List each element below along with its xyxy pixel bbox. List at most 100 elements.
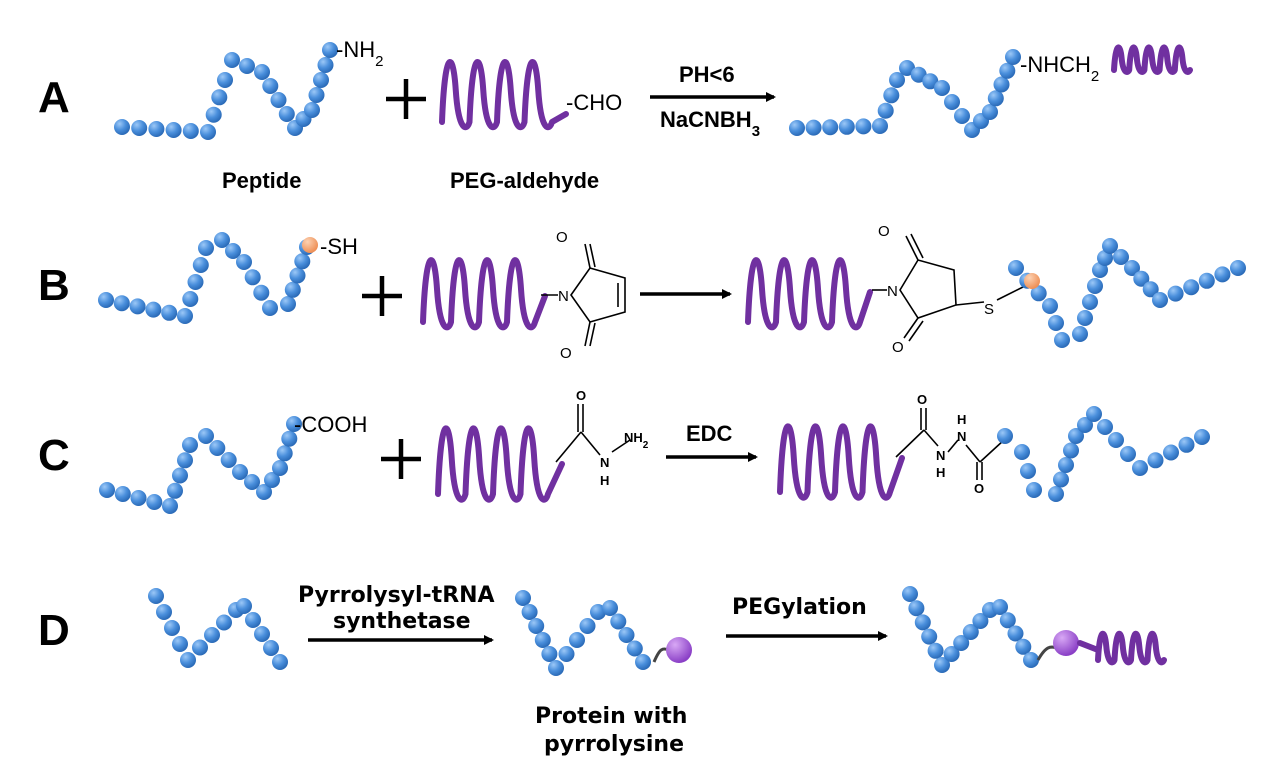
amino-acid-bead bbox=[244, 474, 260, 490]
amino-acid-bead bbox=[254, 626, 270, 642]
amino-acid-bead bbox=[192, 639, 208, 656]
amino-acid-bead bbox=[1214, 266, 1231, 283]
amino-acid-bead bbox=[914, 614, 931, 631]
amino-acid-bead bbox=[789, 120, 805, 136]
linker-nitrogen-top: N bbox=[957, 429, 966, 444]
amino-acid-bead bbox=[805, 119, 822, 136]
peg-polymer bbox=[745, 257, 873, 331]
protein-caption-line1: Protein with bbox=[535, 704, 687, 729]
row-d-label: D bbox=[38, 606, 70, 655]
amino-acid-bead bbox=[1030, 285, 1047, 302]
linker-hydrogen-top: H bbox=[957, 412, 966, 427]
amino-acid-bead bbox=[1097, 250, 1113, 266]
amino-acid-bead bbox=[304, 102, 320, 118]
pyrrolysine-residue bbox=[1053, 630, 1079, 656]
amino-acid-bead bbox=[602, 600, 618, 616]
amine-group-label: -NH2 bbox=[336, 37, 383, 70]
amino-acid-bead bbox=[999, 612, 1016, 629]
amino-acid-bead bbox=[187, 274, 204, 290]
peg-linker bbox=[1077, 640, 1101, 653]
amino-acid-bead bbox=[239, 58, 255, 74]
peg-polymer bbox=[420, 257, 548, 331]
amino-acid-bead bbox=[579, 618, 596, 634]
amino-acid-bead bbox=[162, 498, 178, 514]
amino-acid-bead bbox=[263, 640, 279, 656]
amino-acid-bead bbox=[114, 486, 131, 502]
amino-acid-bead bbox=[216, 614, 232, 631]
succinimide-oxygen-bottom: O bbox=[892, 339, 904, 356]
amino-acid-bead bbox=[1008, 260, 1024, 276]
amino-acid-bead bbox=[610, 613, 627, 630]
amino-acid-bead bbox=[908, 600, 925, 617]
peg-aldehyde-caption: PEG-aldehyde bbox=[450, 168, 599, 193]
hydrazide-hydrogen: H bbox=[600, 473, 609, 488]
amino-acid-bead bbox=[211, 89, 228, 106]
conjugated-peptide-chain bbox=[1008, 238, 1246, 348]
amino-acid-bead bbox=[146, 494, 163, 510]
amino-acid-bead bbox=[1058, 457, 1074, 473]
amino-acid-bead bbox=[1072, 326, 1088, 342]
amino-acid-bead bbox=[262, 300, 278, 316]
amino-acid-bead bbox=[1178, 436, 1195, 453]
amino-acid-bead bbox=[313, 72, 329, 88]
aldehyde-group-label: -CHO bbox=[566, 90, 622, 115]
reaction-condition-ph: PH<6 bbox=[679, 62, 735, 87]
row-c-label: C bbox=[38, 431, 70, 480]
amino-acid-bead bbox=[278, 106, 295, 122]
amino-acid-bead bbox=[1102, 238, 1118, 254]
amino-acid-bead bbox=[272, 654, 288, 670]
amino-acid-bead bbox=[1042, 298, 1058, 314]
amino-acid-bead bbox=[281, 430, 298, 447]
reaction-condition-reductant: NaCNBH3 bbox=[660, 107, 760, 140]
amino-acid-bead bbox=[889, 72, 905, 88]
carboxyl-group-label: -COOH bbox=[294, 412, 367, 437]
plus-sign bbox=[362, 276, 402, 316]
amino-acid-bead bbox=[1007, 625, 1024, 642]
amino-acid-bead bbox=[272, 460, 288, 476]
hydrazide-amine: NH2 bbox=[624, 430, 649, 451]
amino-acid-bead bbox=[635, 654, 651, 670]
amino-acid-bead bbox=[1082, 294, 1098, 310]
amino-acid-bead bbox=[113, 295, 130, 312]
amino-acid-bead bbox=[1054, 332, 1070, 348]
maleimide-oxygen-bottom: O bbox=[560, 345, 572, 362]
amino-acid-bead bbox=[220, 452, 237, 468]
amino-acid-bead bbox=[177, 308, 193, 324]
cysteine-residue bbox=[302, 237, 318, 253]
amino-acid-bead bbox=[254, 64, 270, 80]
hydrazide-group bbox=[555, 404, 631, 463]
amino-acid-bead bbox=[877, 102, 894, 119]
amino-acid-bead bbox=[934, 657, 950, 673]
amino-acid-bead bbox=[1163, 444, 1179, 461]
amino-acid-bead bbox=[1124, 260, 1140, 276]
amino-acid-bead bbox=[192, 257, 209, 273]
amino-acid-bead bbox=[838, 118, 855, 135]
amino-acid-bead bbox=[322, 42, 338, 58]
amino-acid-bead bbox=[541, 646, 558, 662]
protein-chain bbox=[148, 588, 288, 670]
amino-acid-bead bbox=[626, 640, 643, 657]
amino-acid-bead bbox=[1152, 292, 1168, 308]
thioether-sulfur: S bbox=[984, 301, 994, 318]
peg-polymer bbox=[435, 425, 565, 503]
amino-acid-bead bbox=[1230, 260, 1246, 276]
amino-acid-bead bbox=[177, 452, 193, 469]
amino-acid-bead bbox=[953, 635, 970, 651]
amino-acid-bead bbox=[822, 119, 839, 136]
amino-acid-bead bbox=[130, 490, 147, 506]
peg-chain bbox=[745, 257, 873, 331]
amino-acid-bead bbox=[1092, 262, 1108, 278]
amino-acid-bead bbox=[1053, 471, 1069, 488]
amino-acid-bead bbox=[943, 646, 960, 662]
enzyme-label-line1: Pyrrolysyl-tRNA bbox=[298, 583, 495, 608]
pyrrolysine-residue bbox=[666, 637, 692, 663]
peg-chain bbox=[1111, 44, 1193, 75]
amino-acid-bead bbox=[618, 627, 635, 643]
amino-acid-bead bbox=[902, 586, 918, 602]
succinimide-nitrogen: N bbox=[887, 283, 898, 300]
amino-acid-bead bbox=[167, 482, 183, 499]
amino-acid-bead bbox=[244, 269, 261, 286]
peptide-chain bbox=[98, 232, 315, 324]
maleimide-nitrogen: N bbox=[558, 288, 569, 305]
amino-acid-bead bbox=[972, 613, 989, 629]
